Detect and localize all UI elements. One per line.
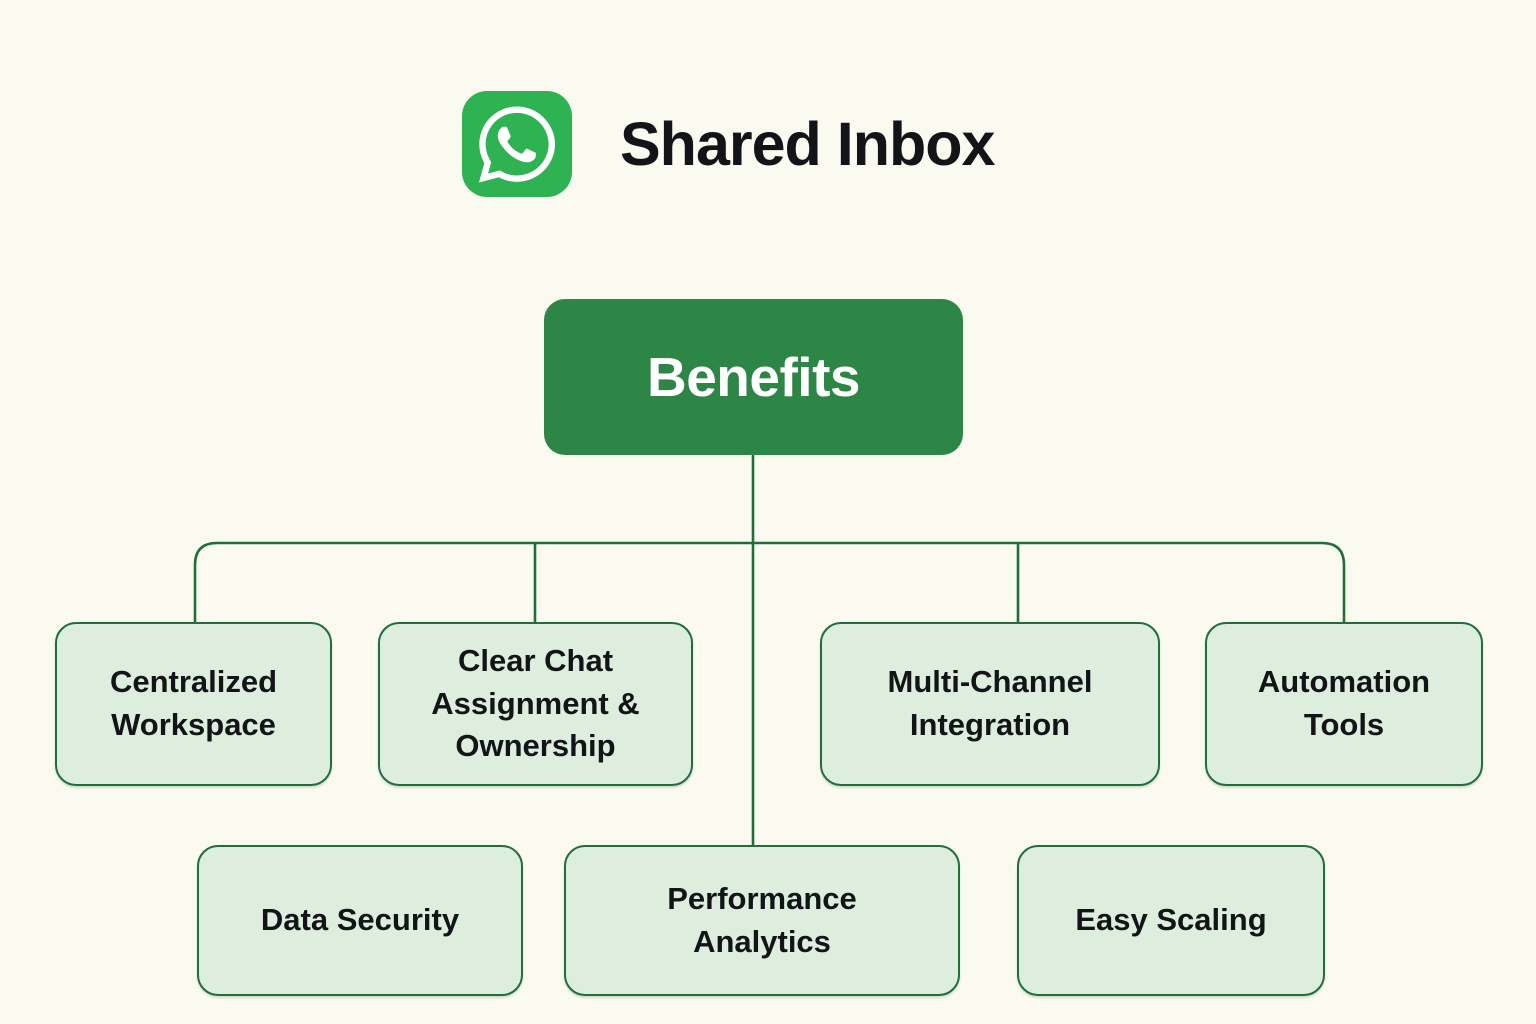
node-benefits: Benefits bbox=[544, 299, 963, 455]
connector-bracket bbox=[193, 541, 1346, 622]
header: Shared Inbox bbox=[0, 0, 1536, 240]
node-label: Centralized Workspace bbox=[109, 664, 278, 742]
node-performance-analytics: Performance Analytics bbox=[564, 845, 960, 996]
node-label: Clear Chat Assignment & Ownership bbox=[431, 642, 640, 764]
node-data-security: Data Security bbox=[197, 845, 523, 996]
node-centralized-workspace: Centralized Workspace bbox=[55, 622, 332, 786]
whatsapp-icon bbox=[462, 91, 572, 197]
node-label: Multi-Channel Integration bbox=[887, 664, 1093, 742]
node-label: Performance Analytics bbox=[667, 880, 857, 959]
node-label: Data Security bbox=[260, 902, 460, 938]
node-automation-tools: Automation Tools bbox=[1205, 622, 1483, 786]
node-multi-channel-integration: Multi-Channel Integration bbox=[820, 622, 1160, 786]
node-label: Automation Tools bbox=[1257, 664, 1431, 742]
node-clear-chat-assignment: Clear Chat Assignment & Ownership bbox=[378, 622, 693, 786]
node-easy-scaling: Easy Scaling bbox=[1017, 845, 1325, 996]
node-label: Easy Scaling bbox=[1075, 902, 1267, 938]
node-label: Benefits bbox=[647, 346, 861, 408]
page-title: Shared Inbox bbox=[620, 110, 995, 178]
